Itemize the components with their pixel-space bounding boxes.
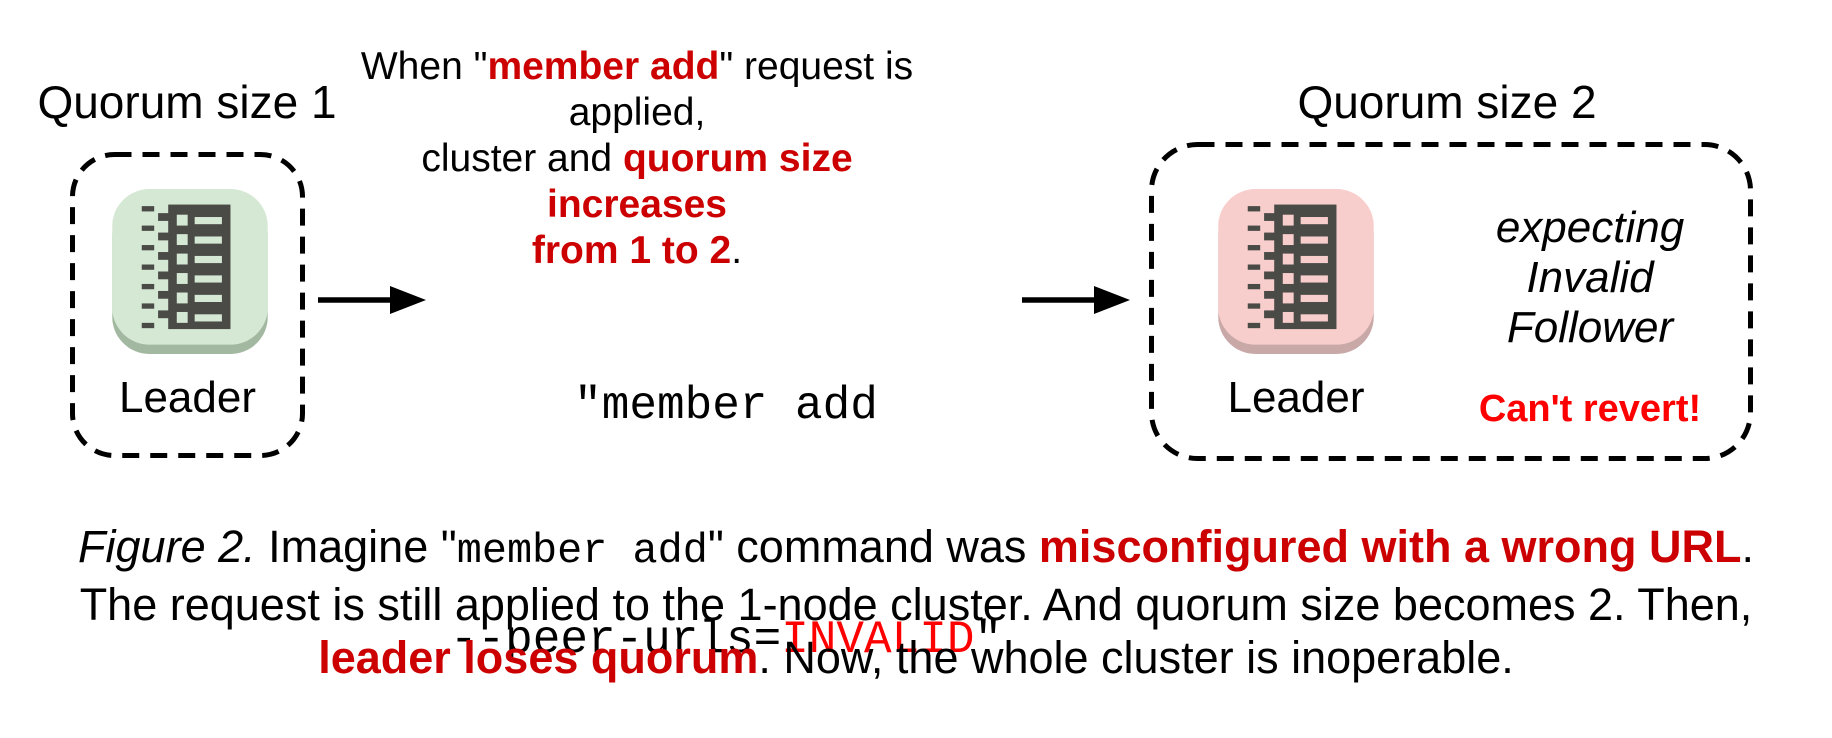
top-note-line: from 1 to 2. xyxy=(531,229,743,272)
left-node-label: Leader xyxy=(118,373,256,422)
top-note-line: cluster and quorum size increases xyxy=(421,137,853,226)
annotation-line: Follower xyxy=(1506,303,1674,352)
leader-member-icon-green xyxy=(112,189,268,354)
member-add-command: "member add --peer-urls=INVALID" xyxy=(426,211,1026,738)
right-node-label: Leader xyxy=(1227,373,1365,422)
command-line: --peer-urls=INVALID" xyxy=(449,614,1003,666)
right-cluster-dashed-box xyxy=(1149,142,1753,461)
annotation-line: Invalid xyxy=(1526,253,1654,302)
command-line: "member add xyxy=(574,380,878,432)
left-cluster-title: Quorum size 1 xyxy=(37,76,337,128)
arrow-right-icon xyxy=(318,286,426,314)
annotation-line: expecting xyxy=(1495,203,1685,252)
caption-line: leader loses quorum. Now, the whole clus… xyxy=(318,632,1514,683)
left-cluster-dashed-box xyxy=(70,152,305,458)
expecting-follower-annotation: expecting Invalid Follower xyxy=(1410,203,1770,353)
arrow-right-icon xyxy=(1022,286,1130,314)
right-cluster-title: Quorum size 2 xyxy=(1297,76,1597,128)
figure-caption: Figure 2. Imagine "member add" command w… xyxy=(0,520,1832,684)
cant-revert-warning: Can't revert! xyxy=(1478,388,1702,430)
top-note: When "member add" request is applied, cl… xyxy=(327,44,947,274)
leader-member-icon-pink xyxy=(1218,189,1374,354)
caption-line: Figure 2. Imagine "member add" command w… xyxy=(78,521,1754,575)
top-note-line: When "member add" request is applied, xyxy=(360,45,914,134)
caption-line: The request is still applied to the 1-no… xyxy=(79,579,1753,630)
